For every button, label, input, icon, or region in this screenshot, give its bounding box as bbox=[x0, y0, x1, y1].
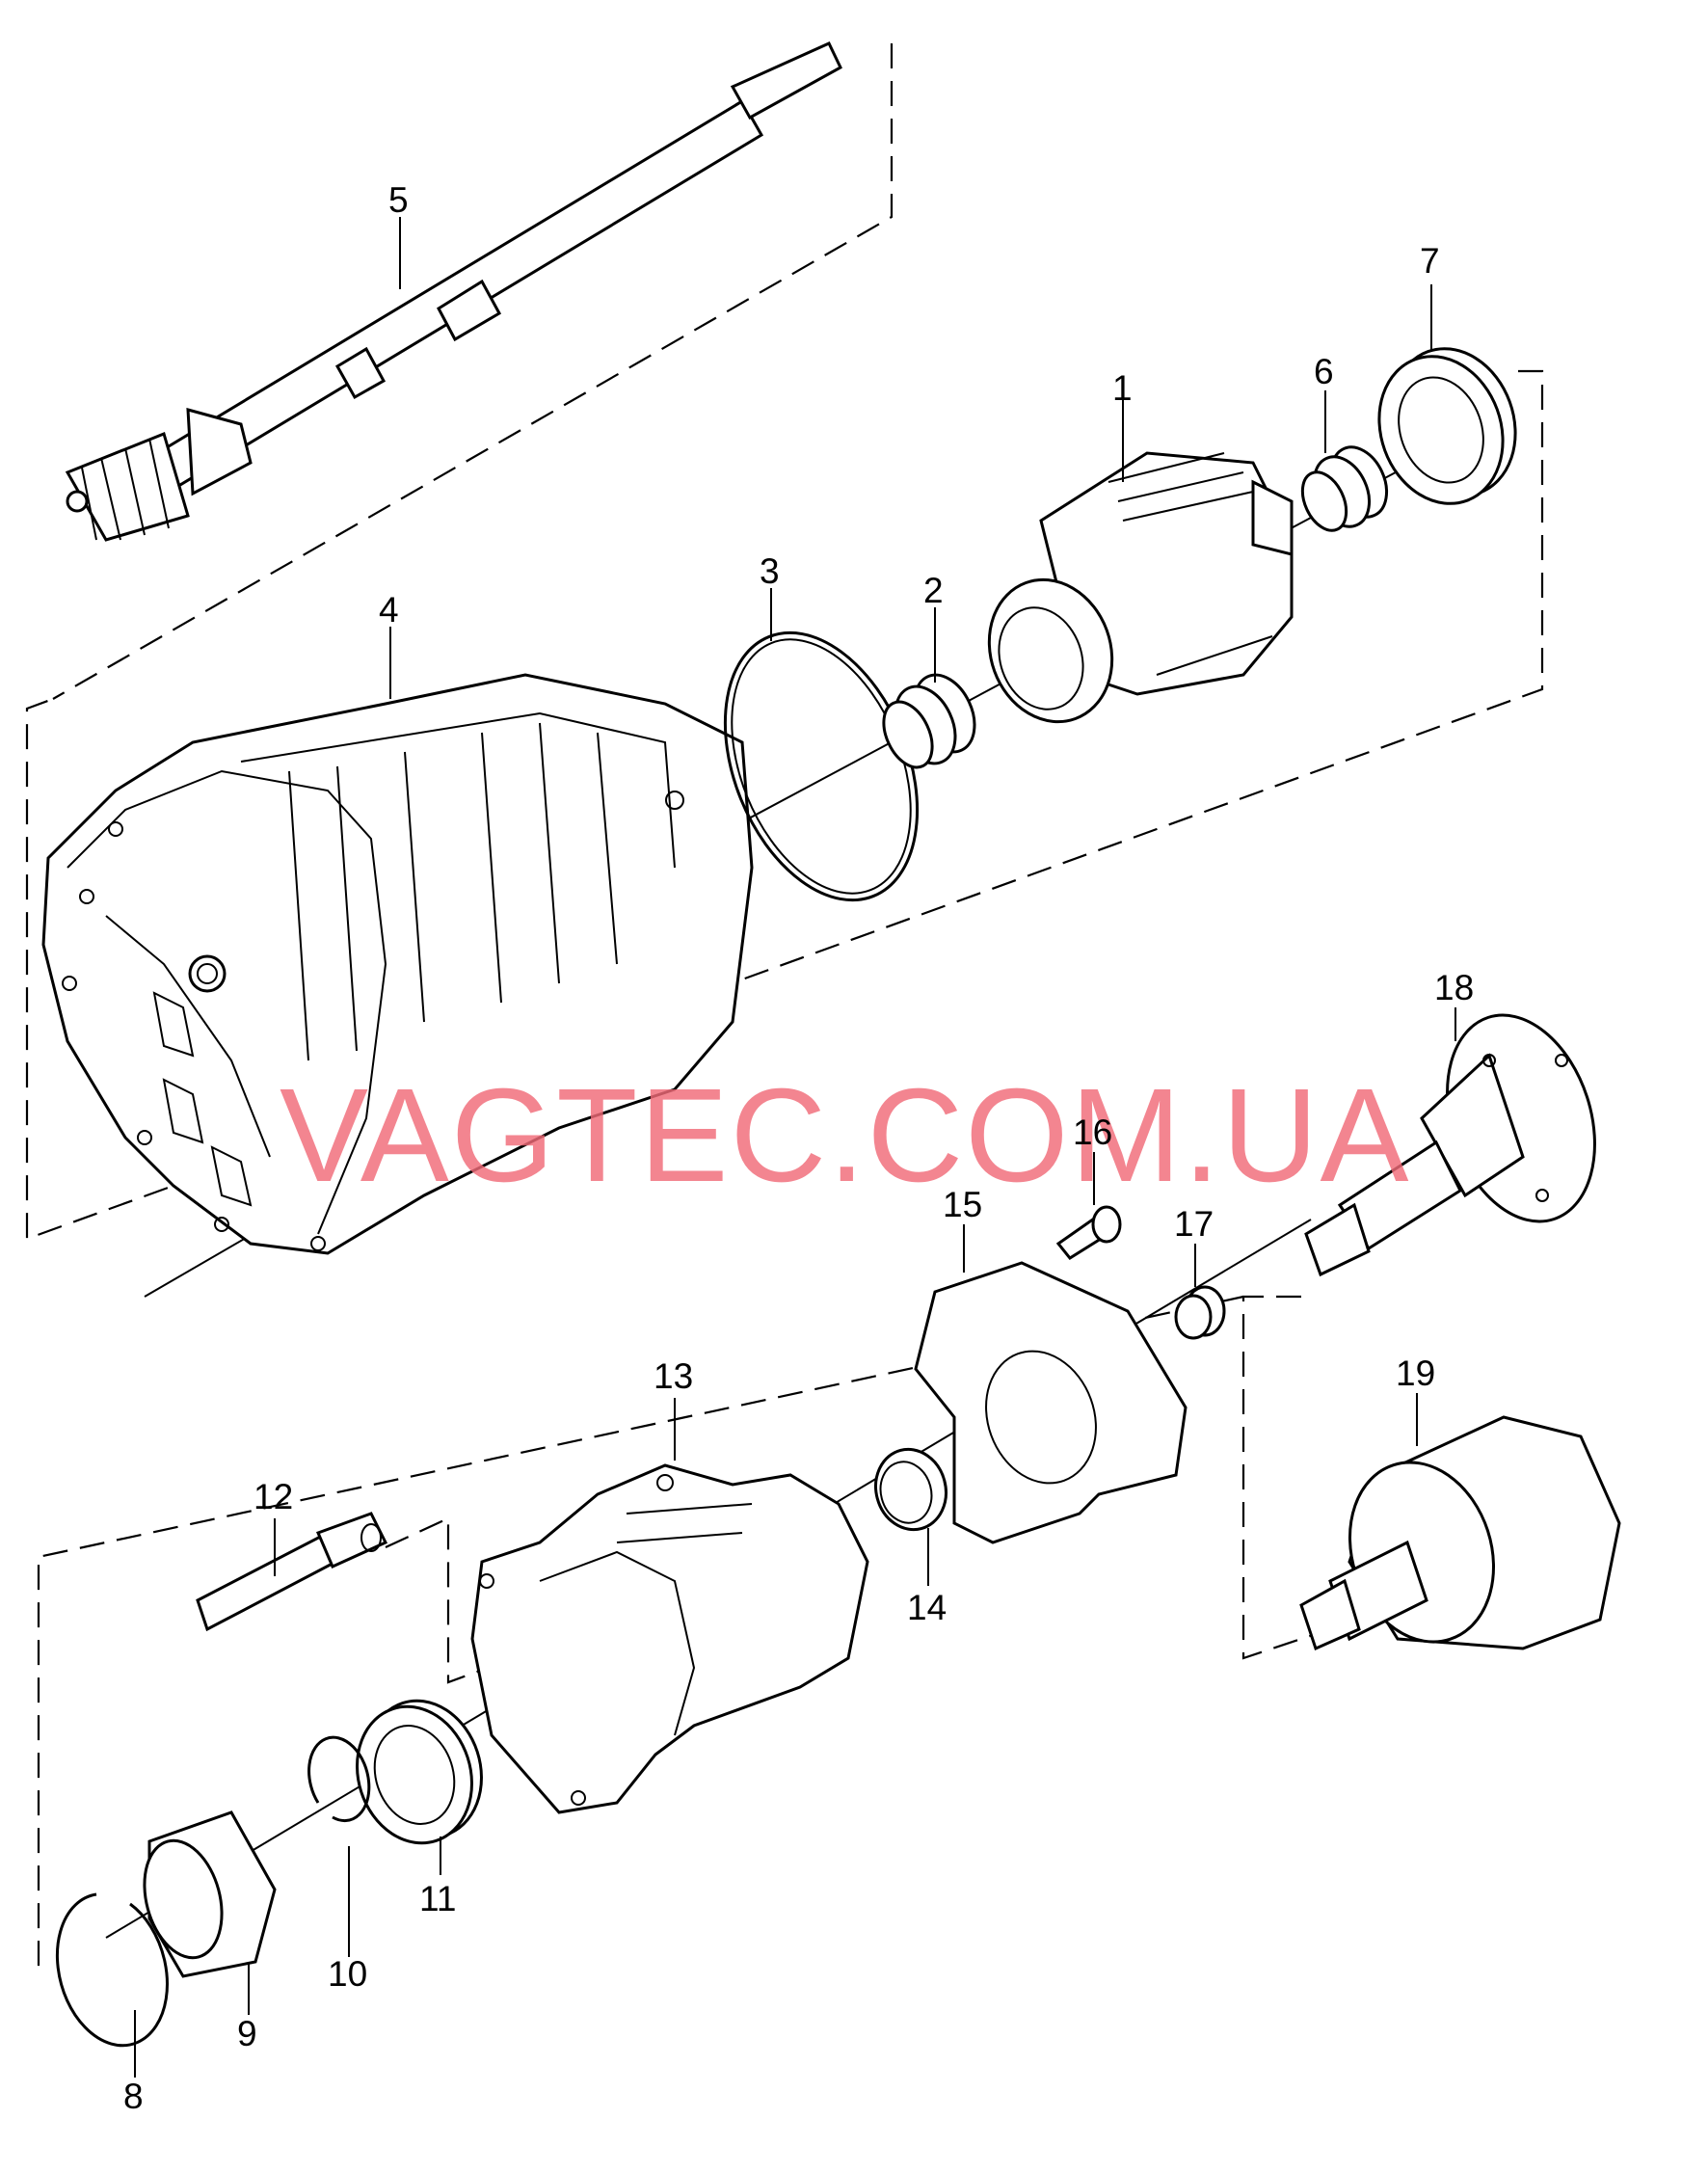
circlip-part-10 bbox=[307, 1735, 371, 1823]
circlip-part-8 bbox=[55, 1892, 169, 2048]
callout-10: 10 bbox=[328, 1954, 367, 1994]
bearing-part-7 bbox=[1377, 347, 1517, 505]
callout-8: 8 bbox=[123, 2077, 144, 2116]
callout-7: 7 bbox=[1420, 241, 1440, 281]
transfer-housing-part-13 bbox=[470, 1463, 869, 1814]
bolt-part-16 bbox=[1055, 1205, 1122, 1260]
bracket-part-15 bbox=[914, 1261, 1188, 1544]
callout-15: 15 bbox=[943, 1185, 982, 1224]
callout-6: 6 bbox=[1314, 352, 1334, 391]
callout-5: 5 bbox=[388, 180, 409, 220]
callout-16: 16 bbox=[1073, 1113, 1112, 1152]
callout-18: 18 bbox=[1434, 968, 1474, 1007]
callout-13: 13 bbox=[654, 1356, 693, 1396]
callout-labels: 1 2 3 4 5 6 7 8 9 10 11 12 13 14 15 16 1… bbox=[123, 180, 1474, 2116]
leader-lines bbox=[134, 217, 1456, 2078]
sleeve-part-9 bbox=[143, 1810, 277, 1978]
callout-12: 12 bbox=[254, 1477, 293, 1516]
callout-3: 3 bbox=[760, 551, 780, 591]
seal-part-14 bbox=[874, 1447, 947, 1532]
spring-part-6 bbox=[1300, 445, 1389, 532]
group-frames bbox=[25, 43, 1544, 1976]
callout-2: 2 bbox=[923, 571, 944, 610]
bearing-part-11 bbox=[356, 1699, 483, 1845]
callout-9: 9 bbox=[237, 2014, 257, 2053]
callout-17: 17 bbox=[1174, 1204, 1214, 1244]
gearbox-housing-part-4 bbox=[41, 673, 754, 1255]
pinion-shaft-part-5 bbox=[65, 41, 842, 542]
sensor-part-12 bbox=[196, 1512, 388, 1632]
callout-4: 4 bbox=[379, 590, 399, 630]
centre-differential-part-1 bbox=[987, 451, 1294, 724]
spring-part-2 bbox=[882, 673, 976, 769]
callout-14: 14 bbox=[907, 1588, 947, 1627]
watermark-text: VAGTEC.COM.UA bbox=[280, 1061, 1411, 1210]
output-shaft-part-19 bbox=[1299, 1415, 1621, 1651]
callout-1: 1 bbox=[1112, 368, 1133, 408]
callout-11: 11 bbox=[419, 1879, 456, 1918]
bush-part-17 bbox=[1174, 1285, 1226, 1340]
callout-19: 19 bbox=[1396, 1354, 1435, 1393]
output-flange-part-18 bbox=[1304, 1013, 1596, 1277]
